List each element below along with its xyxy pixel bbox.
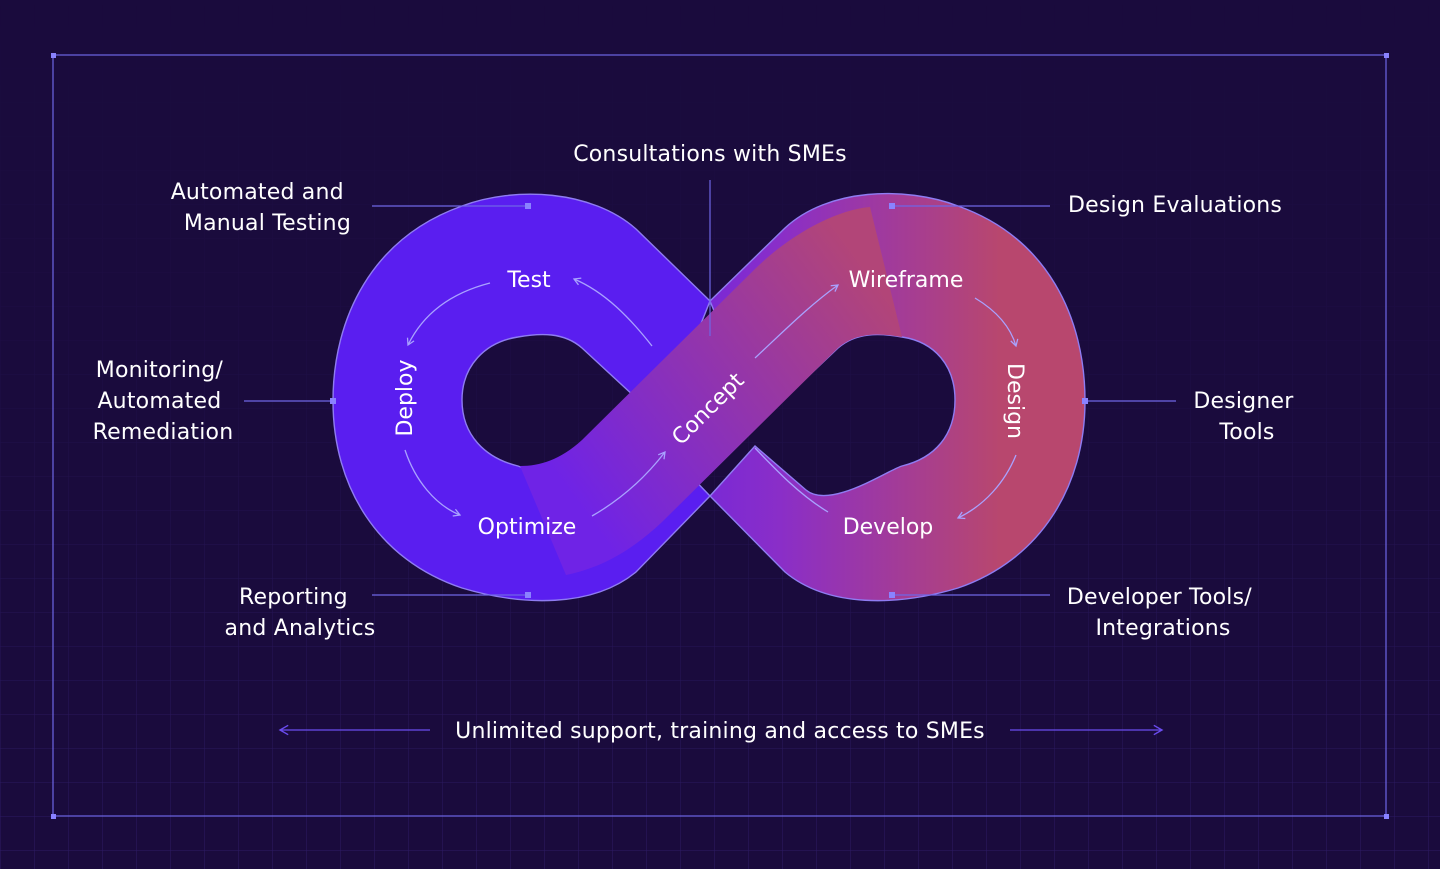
step-design: Design (1002, 363, 1027, 439)
annotation-monitoring: Monitoring/ Automated Remediation (93, 358, 234, 445)
footer-support-text: Unlimited support, training and access t… (455, 719, 985, 744)
annotation-developer-tools-line-2: Integrations (1095, 616, 1230, 641)
step-develop: Develop (843, 515, 934, 540)
annotation-designer-tools-line-1: Designer (1193, 389, 1294, 414)
annotation-testing-line-2: Manual Testing (184, 211, 351, 236)
leader-markers (330, 203, 1088, 598)
annotation-design-evaluations: Design Evaluations (1068, 193, 1282, 218)
step-wireframe: Wireframe (849, 268, 964, 293)
annotation-reporting-line-1: Reporting (239, 585, 348, 610)
annotation-testing: Automated and Manual Testing (171, 180, 351, 236)
leader-lines (244, 180, 1176, 596)
annotation-testing-line-1: Automated and (171, 180, 344, 205)
step-test: Test (506, 268, 551, 293)
annotation-designer-tools: Designer Tools (1193, 389, 1300, 445)
annotation-monitoring-line-2: Automated (97, 389, 221, 414)
annotation-designer-tools-line-2: Tools (1218, 420, 1274, 445)
annotation-reporting: Reporting and Analytics (225, 585, 376, 641)
annotation-reporting-line-2: and Analytics (225, 616, 376, 641)
annotation-consultations: Consultations with SMEs (573, 142, 847, 167)
step-optimize: Optimize (478, 515, 577, 540)
annotation-monitoring-line-3: Remediation (93, 420, 234, 445)
frame-corner-markers (51, 53, 1389, 819)
annotation-monitoring-line-1: Monitoring/ (96, 358, 224, 383)
flow-arrows (404, 277, 1019, 520)
annotation-developer-tools: Developer Tools/ Integrations (1067, 585, 1259, 641)
annotation-developer-tools-line-1: Developer Tools/ (1067, 585, 1252, 610)
diagram-frame (52, 54, 1387, 817)
infinity-over-band (520, 207, 902, 575)
step-deploy: Deploy (393, 359, 418, 436)
